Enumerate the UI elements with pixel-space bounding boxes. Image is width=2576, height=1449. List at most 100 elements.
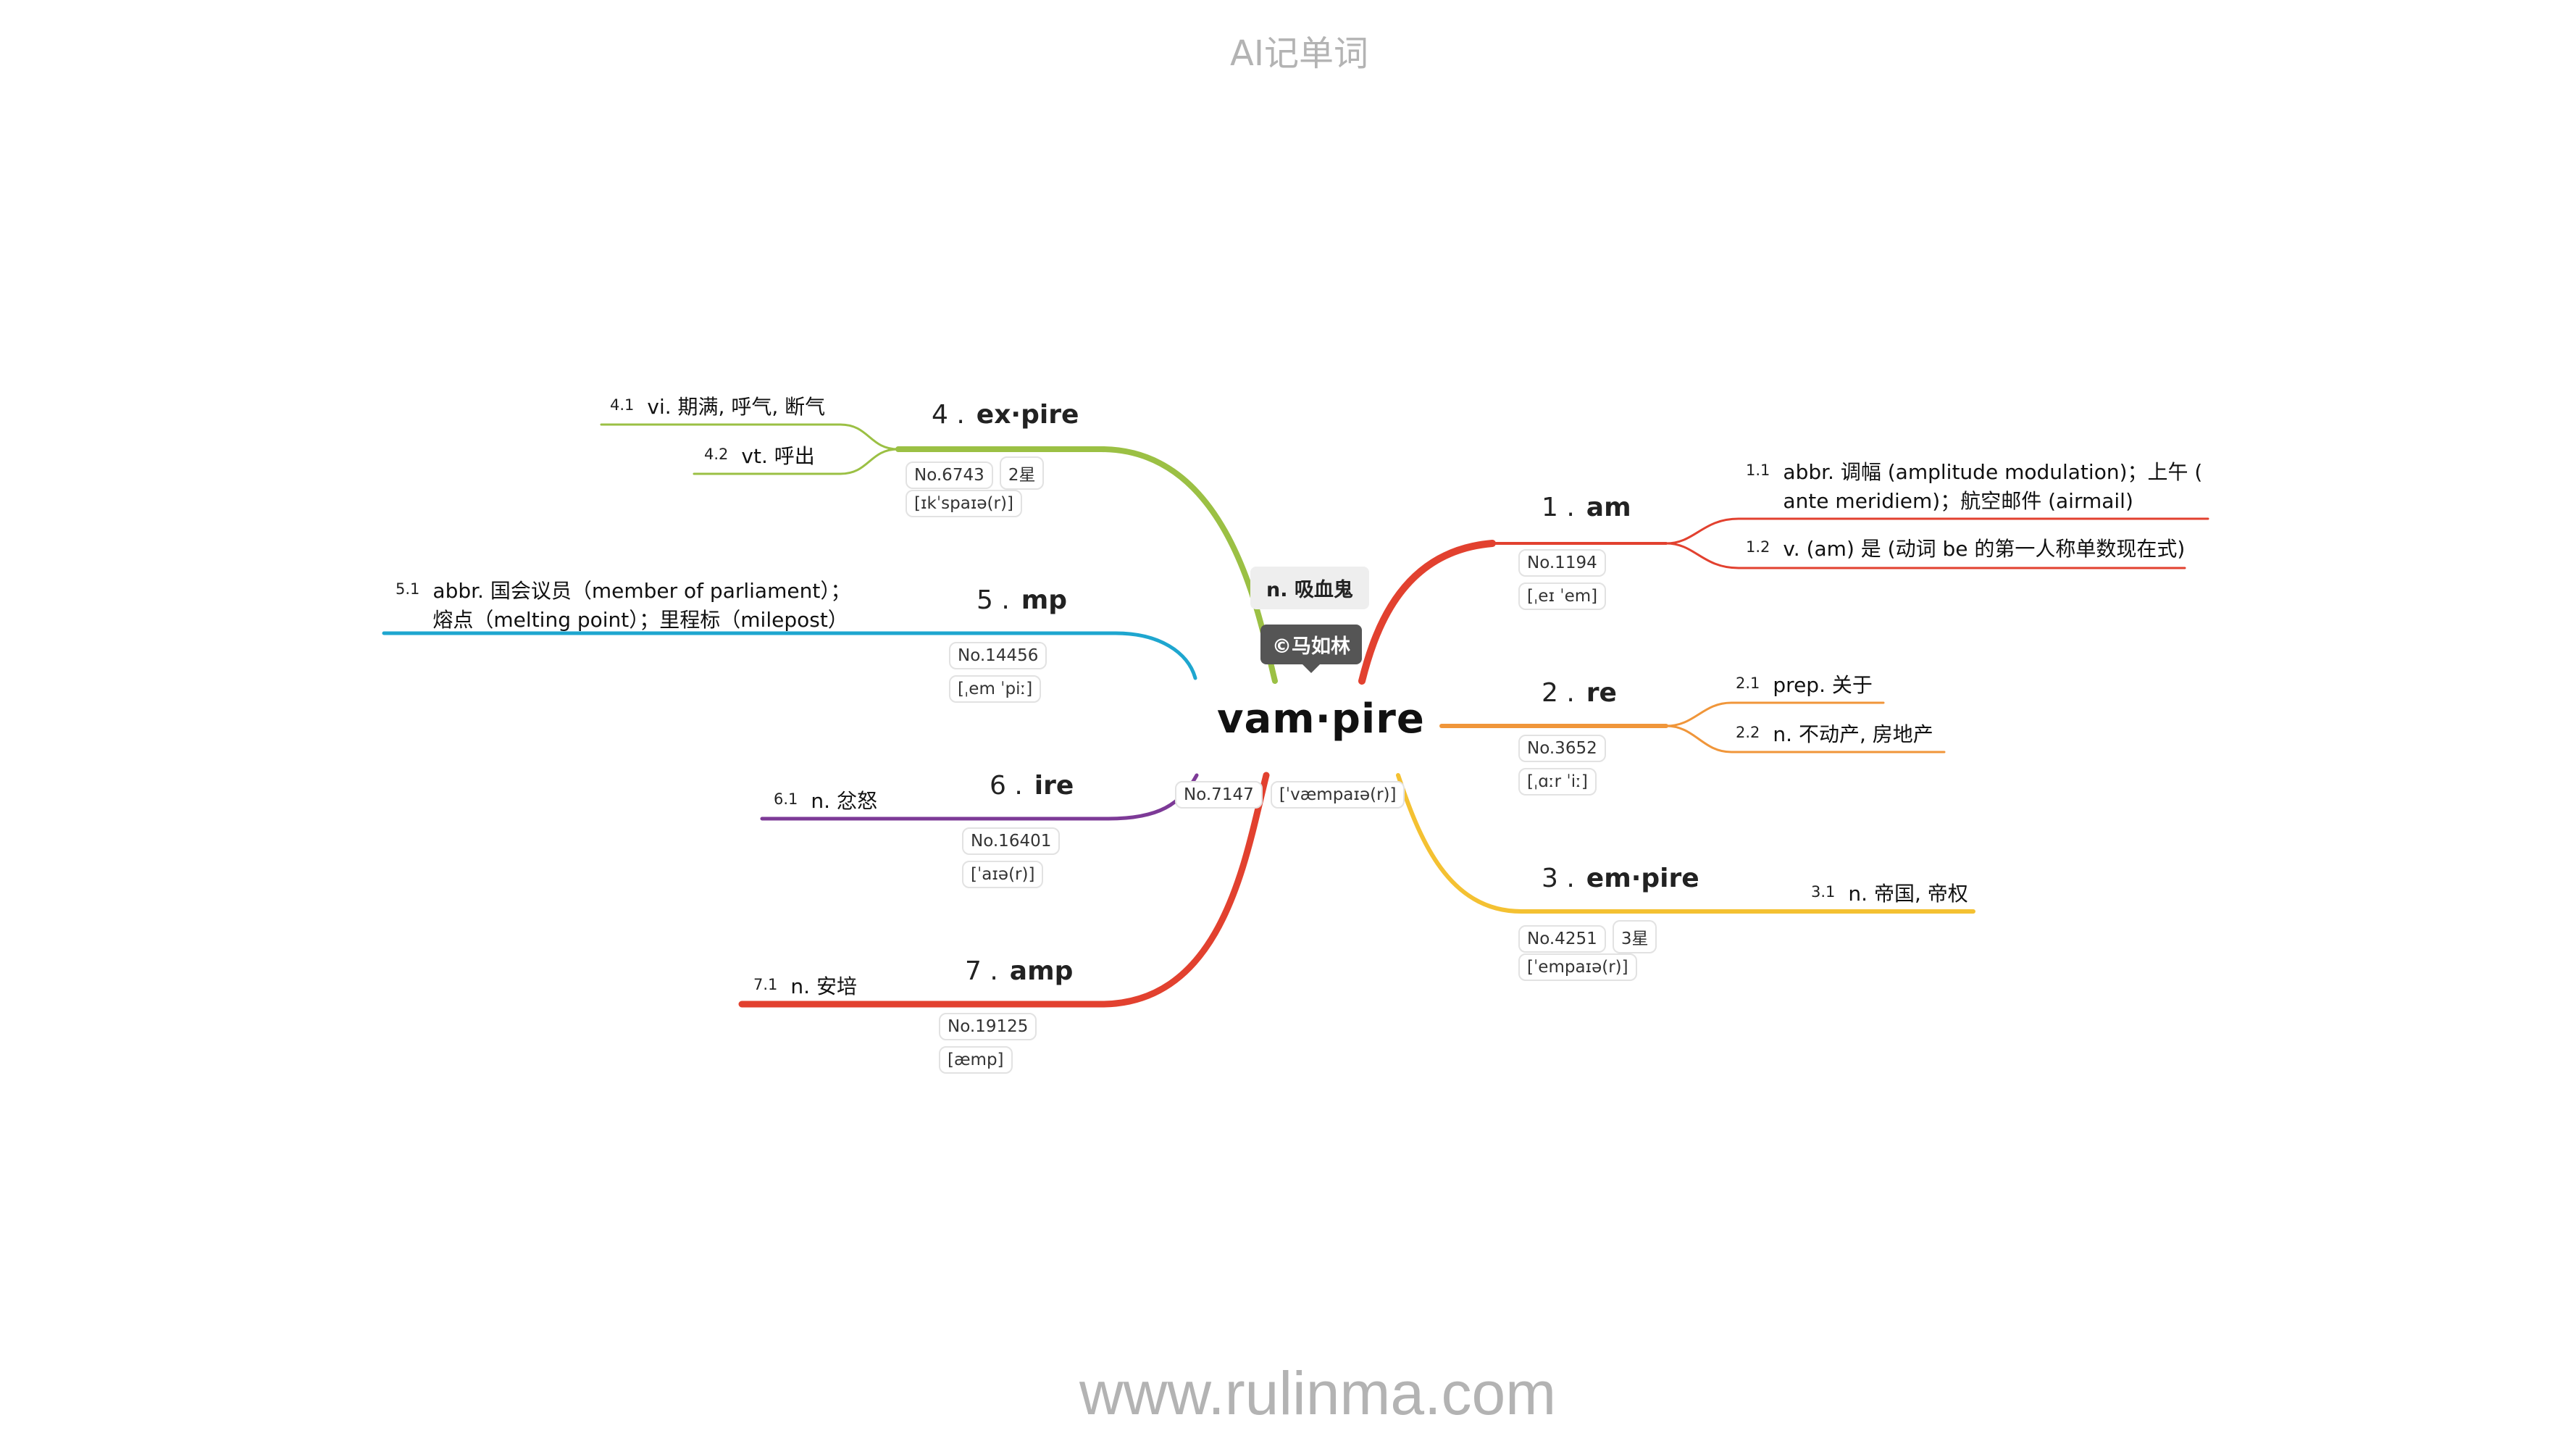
definition-text: n. 安培 <box>790 974 857 998</box>
definition-2-2: 2.2 n. 不动产, 房地产 <box>1736 719 1933 748</box>
definition-text: prep. 关于 <box>1773 673 1873 697</box>
branch-title-amp[interactable]: 7 . amp <box>965 956 1073 986</box>
branch-number: 5 . <box>977 585 1010 615</box>
definition-2-1: 2.1 prep. 关于 <box>1736 669 1873 698</box>
branch-tags-expire: No.6743 2星 <box>906 456 1045 490</box>
branch-phonetic-tag-re: [ˌɑːr ˈiː] <box>1518 768 1597 796</box>
link-root-mp <box>382 631 1197 680</box>
branch-word: em·pire <box>1586 864 1699 893</box>
branch-number: 1 . <box>1542 493 1575 522</box>
branch-title-ire[interactable]: 6 . ire <box>990 771 1074 801</box>
root-meaning-callout: n. 吸血鬼 <box>1250 567 1369 609</box>
definition-index: 4.1 <box>610 396 635 414</box>
definition-line-2: 熔点（melting point）；里程标（milepost） <box>432 608 848 632</box>
word-rank-tag: No.16401 <box>962 827 1061 855</box>
branch-title-am[interactable]: 1 . am <box>1542 493 1631 522</box>
definition-3-1: 3.1 n. 帝国, 帝权 <box>1811 878 1968 907</box>
definition-index: 5.1 <box>396 580 420 598</box>
definition-text: n. 忿怒 <box>811 789 877 813</box>
branch-number: 4 . <box>932 400 965 430</box>
branch-title-mp[interactable]: 5 . mp <box>977 585 1067 615</box>
branch-number: 6 . <box>990 771 1023 801</box>
root-phonetic-tag: [ˈvæmpaɪə(r)] <box>1270 781 1405 809</box>
definition-7-1: 7.1 n. 安培 <box>753 971 857 1000</box>
link-root-am <box>1358 540 1496 685</box>
credit-pointer <box>1302 664 1320 673</box>
branch-title-empire[interactable]: 3 .em·pire <box>1542 864 1699 893</box>
branch-word: re <box>1586 678 1617 708</box>
star-rating-tag: 3星 <box>1612 920 1657 953</box>
definition-text: abbr. 国会议员（member of parliament）； 熔点（melt… <box>432 575 850 633</box>
definition-text: vi. 期满, 呼气, 断气 <box>647 395 826 419</box>
branch-word: mp <box>1021 585 1068 615</box>
footer-website-url[interactable]: www.rulinma.com <box>1079 1359 1557 1427</box>
definition-text: abbr. 调幅 (amplitude modulation)；上午 (ante… <box>1783 456 2202 514</box>
word-rank-tag: No.19125 <box>939 1013 1037 1040</box>
branch-number: 7 . <box>965 956 998 986</box>
link-re-def-2 <box>1665 724 1946 753</box>
branch-phonetic-tag-mp: [ˌem ˈpiː] <box>949 675 1042 703</box>
phonetic-tag: [ˌeɪ ˈem] <box>1518 582 1607 610</box>
branch-number-tag-am: No.1194 <box>1518 549 1606 577</box>
definition-line-1: abbr. 调幅 (amplitude modulation)；上午 ( <box>1783 460 2203 484</box>
root-number-tag: No.7147 <box>1175 781 1263 809</box>
definition-line-1: abbr. 国会议员（member of parliament）； <box>432 579 851 603</box>
definition-1-1: 1.1 abbr. 调幅 (amplitude modulation)；上午 (a… <box>1746 456 2202 514</box>
branch-phonetic-tag-ire: [ˈaɪə(r)] <box>962 861 1044 888</box>
word-rank-tag: No.1194 <box>1518 549 1606 577</box>
phonetic-tag: [ˌɑːr ˈiː] <box>1518 768 1597 796</box>
definition-5-1: 5.1 abbr. 国会议员（member of parliament）； 熔点（m… <box>396 575 850 633</box>
branch-number-tag-re: No.3652 <box>1518 735 1606 762</box>
branch-word: amp <box>1009 956 1074 986</box>
word-rank-tag: No.3652 <box>1518 735 1606 762</box>
word-rank-tag: No.14456 <box>949 642 1047 669</box>
link-expire-def-1 <box>600 423 900 451</box>
credit-label: ©马如林 <box>1260 625 1362 664</box>
definition-text: v. (am) 是 (动词 be 的第一人称单数现在式) <box>1783 537 2186 561</box>
phonetic-tag: [ˌem ˈpiː] <box>949 675 1042 703</box>
link-root-empire <box>1396 773 1975 914</box>
definition-text: n. 不动产, 房地产 <box>1773 722 1933 746</box>
definition-index: 7.1 <box>753 976 778 993</box>
definition-index: 3.1 <box>1811 883 1836 901</box>
credit-badge: ©马如林 <box>1260 625 1362 673</box>
phonetic-tag: [ˈaɪə(r)] <box>962 861 1044 888</box>
branch-phonetic-tag-empire: [ˈempaɪə(r)] <box>1518 953 1637 981</box>
root-word[interactable]: vam·pire <box>1217 696 1425 743</box>
definition-index: 6.1 <box>774 790 798 808</box>
definition-6-1: 6.1 n. 忿怒 <box>774 785 877 814</box>
definition-text: vt. 呼出 <box>741 444 815 468</box>
definition-index: 2.2 <box>1736 724 1760 741</box>
phonetic-tag: [ˈempaɪə(r)] <box>1518 953 1637 981</box>
branch-phonetic-tag-expire: [ɪkˈspaɪə(r)] <box>906 490 1022 517</box>
branch-number-tag-ire: No.16401 <box>962 827 1061 855</box>
branch-tags-empire: No.4251 3星 <box>1518 920 1657 953</box>
definition-index: 2.1 <box>1736 675 1760 692</box>
link-am-def-1 <box>1665 517 2209 545</box>
link-root-amp <box>738 772 1270 1008</box>
branch-title-expire[interactable]: 4 . ex·pire <box>932 400 1079 430</box>
definition-text: n. 帝国, 帝权 <box>1848 882 1968 906</box>
branch-phonetic-tag-amp: [æmp] <box>939 1046 1013 1074</box>
branch-word: ex·pire <box>976 400 1079 430</box>
definition-index: 1.2 <box>1746 538 1770 556</box>
phonetic-tag: [æmp] <box>939 1046 1013 1074</box>
branch-number-tag-mp: No.14456 <box>949 642 1047 669</box>
root-tags: No.7147 [ˈvæmpaɪə(r)] <box>1175 781 1405 809</box>
branch-number: 2 . <box>1542 678 1575 708</box>
branch-phonetic-tag-am: [ˌeɪ ˈem] <box>1518 582 1607 610</box>
page-title: AI记单词 <box>1230 33 1368 74</box>
definition-4-1: 4.1 vi. 期满, 呼气, 断气 <box>610 391 825 420</box>
definition-1-2: 1.2 v. (am) 是 (动词 be 的第一人称单数现在式) <box>1746 533 2185 562</box>
branch-word: am <box>1586 493 1631 522</box>
branch-title-re[interactable]: 2 . re <box>1542 678 1617 708</box>
branch-word: ire <box>1034 771 1074 801</box>
word-rank-tag: No.4251 <box>1518 925 1606 953</box>
link-expire-def-2 <box>693 448 900 475</box>
link-am-def-2 <box>1665 542 2186 569</box>
definition-index: 1.1 <box>1746 462 1770 479</box>
link-re-def-1 <box>1665 701 1885 727</box>
